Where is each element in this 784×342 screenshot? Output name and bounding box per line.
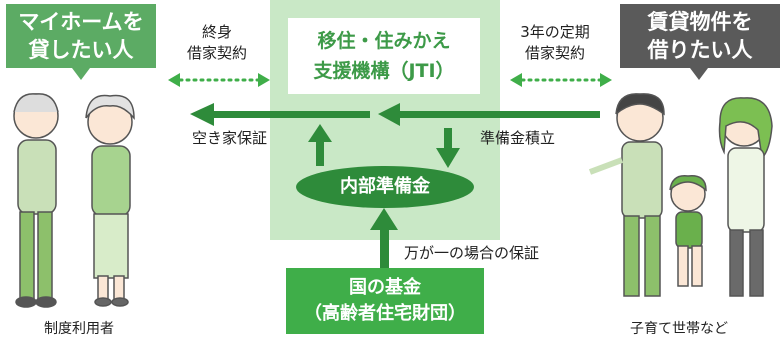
right-contract-line2: 借家契約 xyxy=(524,44,585,62)
emergency-guarantee-label: 万が一の場合の保証 xyxy=(404,244,540,262)
right-callout-line2: 借りたい人 xyxy=(647,38,753,62)
guarantee-flow-arrow xyxy=(190,103,370,126)
organization-box: 移住・住みかえ 支援機構（JTI） xyxy=(288,18,480,94)
elderly-couple-illustration xyxy=(13,93,135,308)
left-contract-label: 終身 借家契約 xyxy=(172,22,262,64)
national-fund-line2: （高齢者住宅財団） xyxy=(304,303,466,324)
national-fund-box: 国の基金 （高齢者住宅財団） xyxy=(286,268,484,334)
right-callout-tail xyxy=(690,68,708,80)
right-callout: 賃貸物件を 借りたい人 xyxy=(620,4,780,80)
left-contract-line1: 終身 xyxy=(201,23,232,41)
national-fund-line1: 国の基金 xyxy=(349,277,421,298)
fund-to-reserve-arrow xyxy=(370,208,398,268)
reserve-to-jti-arrow xyxy=(308,124,332,166)
right-caption: 子育て世帯など xyxy=(630,321,728,337)
right-contract-line1: 3年の定期 xyxy=(520,23,590,41)
left-caption: 制度利用者 xyxy=(44,321,114,337)
left-callout-tail xyxy=(72,68,90,80)
reserve-flow-arrow xyxy=(378,103,600,126)
left-callout: マイホームを 貸したい人 xyxy=(6,4,156,80)
organization-line2: 支援機構（JTI） xyxy=(313,60,455,82)
family-illustration xyxy=(588,93,773,297)
vacancy-guarantee-label: 空き家保証 xyxy=(192,129,268,147)
left-callout-line1: マイホームを xyxy=(18,10,144,34)
right-contract-arrow xyxy=(510,73,612,87)
right-contract-label: 3年の定期 借家契約 xyxy=(506,22,604,64)
left-contract-arrow xyxy=(168,73,270,87)
left-callout-line2: 貸したい人 xyxy=(28,38,134,62)
organization-line1: 移住・住みかえ xyxy=(317,30,451,52)
right-callout-line1: 賃貸物件を xyxy=(647,10,753,34)
internal-reserve: 内部準備金 xyxy=(296,166,474,208)
reserve-accumulation-label: 準備金積立 xyxy=(480,129,556,147)
left-contract-line2: 借家契約 xyxy=(186,44,247,62)
jti-to-reserve-arrow xyxy=(436,128,460,168)
